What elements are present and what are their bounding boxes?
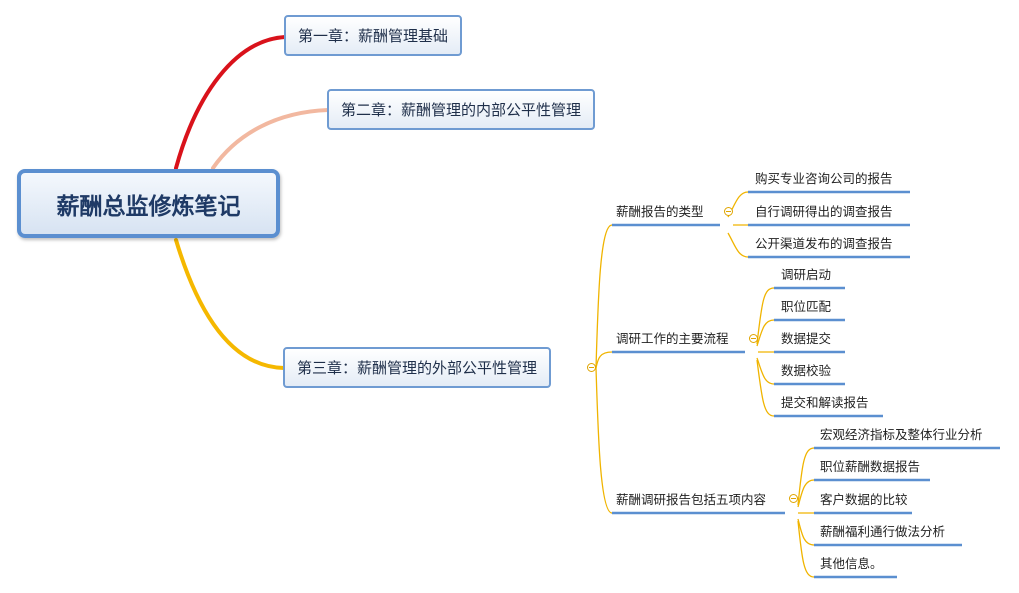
chapter-1-node[interactable]: 第一章：薪酬管理基础: [284, 15, 463, 56]
leaf-1-2[interactable]: 自行调研得出的调查报告: [755, 204, 893, 220]
branch-leaf-2-5: [756, 359, 883, 417]
leaf-3-4-label: 薪酬福利通行做法分析: [820, 524, 946, 539]
branch-topic-2: [595, 351, 745, 369]
leaf-3-2[interactable]: 职位薪酬数据报告: [820, 459, 920, 475]
branch-chapter-3: [174, 238, 286, 370]
chapter-1-label: 第一章：薪酬管理基础: [298, 27, 449, 45]
topic-3-label: 薪酬调研报告包括五项内容: [616, 492, 767, 507]
leaf-2-4-label: 数据校验: [781, 363, 832, 378]
chapter-2-node[interactable]: 第二章：薪酬管理的内部公平性管理: [327, 89, 596, 130]
leaf-3-3[interactable]: 客户数据的比较: [820, 492, 908, 508]
topic-3-node[interactable]: 薪酬调研报告包括五项内容: [616, 492, 766, 511]
leaf-2-1-label: 调研启动: [781, 267, 832, 282]
leaf-2-2[interactable]: 职位匹配: [781, 299, 831, 315]
branch-leaf-3-2: [797, 479, 930, 508]
leaf-2-5-label: 提交和解读报告: [781, 395, 869, 410]
branch-topic-1: [595, 224, 720, 369]
leaf-2-3[interactable]: 数据提交: [781, 331, 831, 347]
chapter-3-node[interactable]: 第三章：薪酬管理的外部公平性管理: [283, 347, 552, 388]
chapter-2-label: 第二章：薪酬管理的内部公平性管理: [341, 101, 582, 119]
chapter-3-label: 第三章：薪酬管理的外部公平性管理: [297, 359, 538, 377]
topic-2-collapse-icon[interactable]: [749, 334, 758, 343]
leaf-3-3-label: 客户数据的比较: [820, 492, 908, 507]
leaf-2-2-label: 职位匹配: [781, 299, 832, 314]
root-topic[interactable]: 薪酬总监修炼笔记: [17, 169, 280, 238]
leaf-3-4[interactable]: 薪酬福利通行做法分析: [820, 524, 945, 540]
topic-underlines: [612, 223, 785, 515]
leaf-3-5[interactable]: 其他信息。: [820, 556, 883, 572]
leaf-underlines: [748, 190, 1000, 579]
branch-leaf-3-4: [797, 518, 962, 546]
root-topic-label: 薪酬总监修炼笔记: [56, 193, 241, 220]
leaf-2-3-label: 数据提交: [781, 331, 832, 346]
leaf-1-3[interactable]: 公开渠道发布的调查报告: [755, 236, 893, 252]
topic-2-node[interactable]: 调研工作的主要流程: [616, 331, 729, 350]
branch-chapter-1: [174, 35, 287, 170]
branch-chapter-2: [211, 108, 330, 170]
chapter-3-collapse-icon[interactable]: [587, 363, 596, 372]
leaf-3-1-label: 宏观经济指标及整体行业分析: [820, 427, 983, 442]
leaf-3-1[interactable]: 宏观经济指标及整体行业分析: [820, 427, 983, 443]
leaf-1-1[interactable]: 购买专业咨询公司的报告: [755, 171, 893, 187]
branch-leaf-2-4: [756, 357, 845, 385]
leaf-2-5[interactable]: 提交和解读报告: [781, 395, 869, 411]
leaf-1-2-label: 自行调研得出的调查报告: [755, 204, 893, 219]
leaf-1-3-label: 公开渠道发布的调查报告: [755, 236, 893, 251]
branch-topic-3: [595, 367, 785, 514]
topic-1-collapse-icon[interactable]: [724, 207, 733, 216]
branch-leaf-2-2: [756, 319, 845, 347]
topic-1-label: 薪酬报告的类型: [616, 204, 704, 219]
topic-2-label: 调研工作的主要流程: [616, 331, 729, 346]
branch-leaf-3-5: [797, 520, 897, 578]
leaf-1-1-label: 购买专业咨询公司的报告: [755, 171, 893, 186]
branch-leaf-3-1: [797, 447, 1000, 506]
topic-3-collapse-icon[interactable]: [789, 494, 798, 503]
branch-leaf-1-3: [727, 232, 910, 258]
leaf-3-5-label: 其他信息。: [820, 556, 883, 571]
leaf-2-1[interactable]: 调研启动: [781, 267, 831, 283]
chapter-3-subbranches: [595, 191, 1000, 578]
topic-1-node[interactable]: 薪酬报告的类型: [616, 204, 704, 223]
branch-leaf-2-1: [756, 287, 845, 345]
leaf-3-2-label: 职位薪酬数据报告: [820, 459, 921, 474]
leaf-2-4[interactable]: 数据校验: [781, 363, 831, 379]
